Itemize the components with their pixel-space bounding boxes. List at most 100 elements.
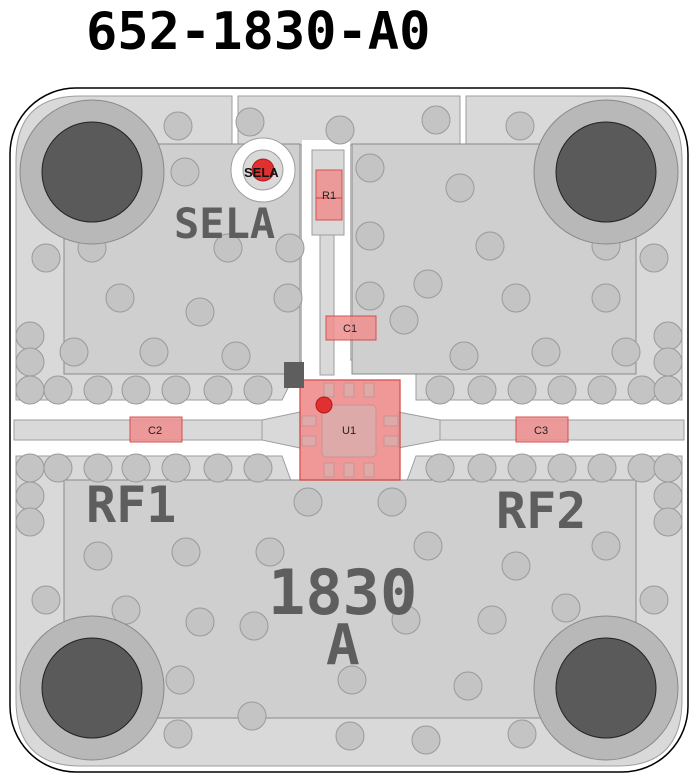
via xyxy=(185,297,215,327)
c1-label: C1 xyxy=(343,323,357,335)
via xyxy=(413,269,443,299)
via xyxy=(639,585,669,615)
silk-sela: SELA xyxy=(174,199,275,248)
via xyxy=(170,157,200,187)
via xyxy=(273,283,303,313)
via xyxy=(449,341,479,371)
via xyxy=(653,453,683,483)
r1-label: R1 xyxy=(322,190,336,202)
via xyxy=(627,375,657,405)
via xyxy=(59,337,89,367)
via xyxy=(505,111,535,141)
via xyxy=(165,665,195,695)
via xyxy=(163,719,193,749)
via xyxy=(161,453,191,483)
via xyxy=(501,551,531,581)
via xyxy=(653,481,683,511)
pin1-silk-square xyxy=(284,362,304,388)
via xyxy=(551,593,581,623)
via xyxy=(83,375,113,405)
via xyxy=(587,453,617,483)
c2-component: C2 xyxy=(129,416,183,443)
via xyxy=(467,453,497,483)
via xyxy=(587,375,617,405)
via xyxy=(161,375,191,405)
via xyxy=(15,481,45,511)
r1-component: R1 xyxy=(315,169,343,221)
via xyxy=(653,321,683,351)
via xyxy=(611,337,641,367)
via xyxy=(203,375,233,405)
u1-package: U1 xyxy=(284,362,401,481)
via xyxy=(325,115,355,145)
u1-pin1-marker xyxy=(315,396,333,414)
via xyxy=(139,337,169,367)
via xyxy=(213,233,243,263)
mount-holes xyxy=(19,99,679,761)
via xyxy=(15,347,45,377)
via xyxy=(627,453,657,483)
via xyxy=(355,153,385,183)
via xyxy=(275,233,305,263)
via xyxy=(507,453,537,483)
via xyxy=(425,375,455,405)
via xyxy=(15,453,45,483)
via xyxy=(653,347,683,377)
via xyxy=(411,725,441,755)
via xyxy=(389,305,419,335)
via xyxy=(43,375,73,405)
via xyxy=(15,507,45,537)
u1-label: U1 xyxy=(342,425,356,437)
via xyxy=(185,607,215,637)
sela-test-point: SELA xyxy=(244,158,279,182)
via xyxy=(507,375,537,405)
via xyxy=(475,231,505,261)
via xyxy=(653,507,683,537)
via xyxy=(425,453,455,483)
via xyxy=(467,375,497,405)
via xyxy=(105,283,135,313)
via xyxy=(121,375,151,405)
sela-test-point-label: SELA xyxy=(244,165,279,180)
via xyxy=(221,341,251,371)
via xyxy=(501,283,531,313)
via xyxy=(445,173,475,203)
via xyxy=(31,243,61,273)
via xyxy=(453,671,483,701)
silk-revision: A xyxy=(326,613,360,678)
via xyxy=(235,107,265,137)
via xyxy=(243,375,273,405)
c3-component: C3 xyxy=(515,416,569,443)
via xyxy=(83,541,113,571)
via xyxy=(15,375,45,405)
via xyxy=(15,321,45,351)
via xyxy=(171,537,201,567)
via xyxy=(163,111,193,141)
c3-label: C3 xyxy=(534,425,548,437)
via xyxy=(377,487,407,517)
via xyxy=(507,719,537,749)
via xyxy=(237,701,267,731)
via xyxy=(121,453,151,483)
via xyxy=(239,611,269,641)
silk-part-number: 1830 xyxy=(268,556,417,629)
c1-component: C1 xyxy=(325,315,377,341)
via xyxy=(337,665,367,695)
via xyxy=(421,105,451,135)
via xyxy=(653,375,683,405)
via xyxy=(43,453,73,483)
via xyxy=(591,531,621,561)
via xyxy=(547,375,577,405)
via xyxy=(203,453,233,483)
via xyxy=(547,453,577,483)
via xyxy=(639,243,669,273)
via-array xyxy=(15,105,683,755)
via xyxy=(355,221,385,251)
via xyxy=(477,605,507,635)
silk-rf2: RF2 xyxy=(496,482,586,540)
via xyxy=(413,531,443,561)
via xyxy=(255,537,285,567)
via xyxy=(355,281,385,311)
via xyxy=(391,605,421,635)
